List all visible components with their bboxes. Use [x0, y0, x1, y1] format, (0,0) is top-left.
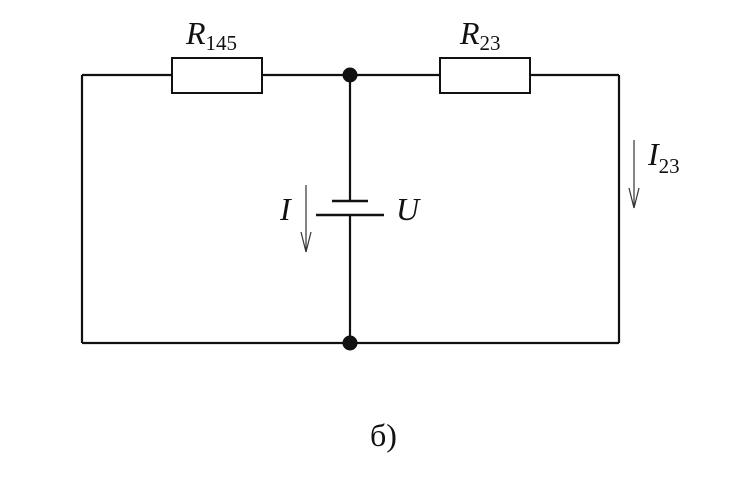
voltage-source	[316, 199, 384, 217]
resistor-r23	[439, 57, 531, 94]
junction-node-top	[342, 67, 358, 83]
label-current-i: I	[279, 191, 292, 227]
junction-node-bottom	[342, 335, 358, 351]
current-arrow-i	[300, 185, 312, 253]
resistor-r145	[171, 57, 263, 94]
figure-caption: б)	[370, 417, 397, 453]
wires	[80, 73, 621, 345]
label-r23: R23	[459, 15, 501, 55]
label-current-i23: I23	[647, 136, 680, 178]
current-arrow-i23	[628, 140, 640, 209]
label-voltage-u: U	[396, 191, 421, 227]
label-r145: R145	[185, 15, 237, 55]
